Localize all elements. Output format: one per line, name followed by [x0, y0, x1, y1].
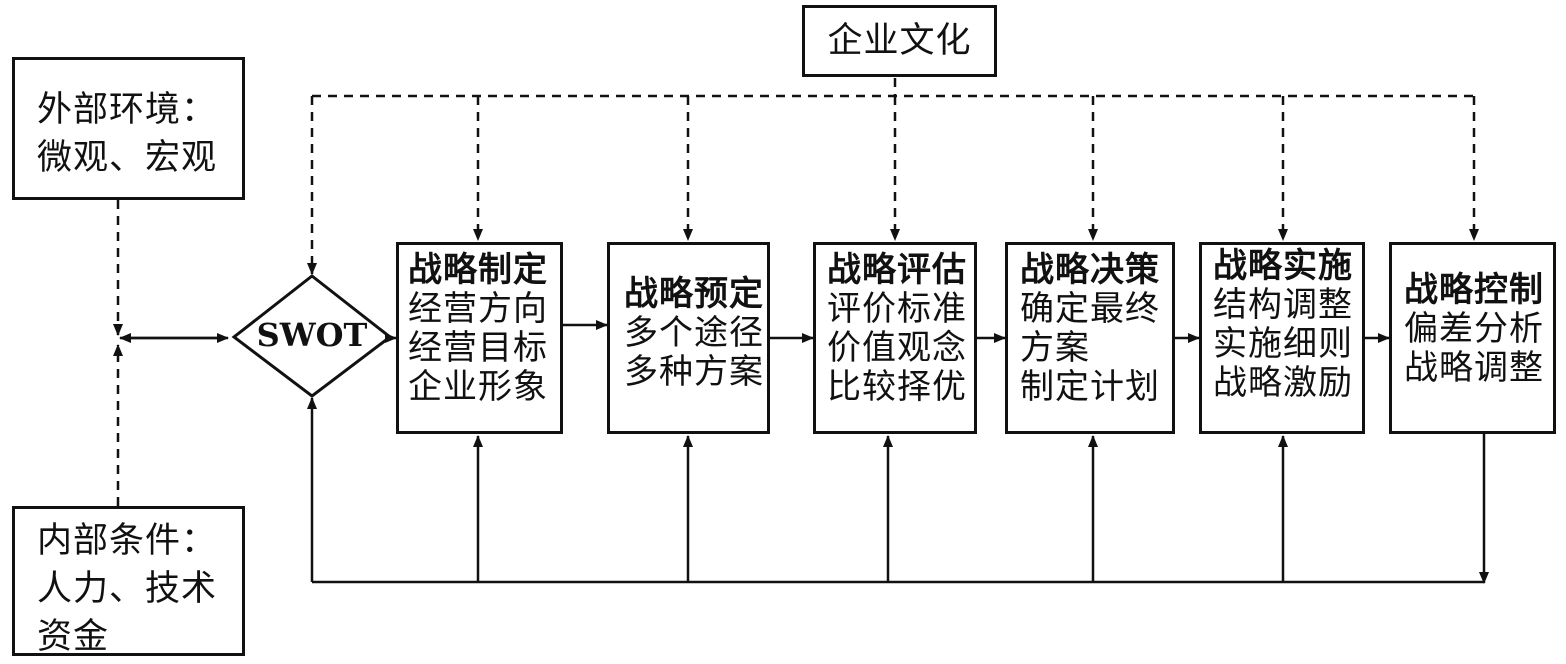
stage-control-item-2: 战略调整 [1404, 348, 1544, 388]
stage-formulation-box: 战略制定 经营方向 经营目标 企业形象 [396, 242, 563, 434]
stage-implementation-title: 战略实施 [1213, 246, 1353, 286]
flow-connectors [119, 320, 1489, 584]
stage-formulation-title: 战略制定 [408, 250, 548, 290]
stage-decision-item-3: 制定计划 [1020, 367, 1160, 407]
stage-decision-item-1: 确定最终 [1020, 289, 1160, 329]
external-environment-line-2: 微观、宏观 [37, 138, 218, 178]
stage-preset-box: 战略预定 多个途径 多种方案 [607, 242, 770, 434]
stage-evaluation-title: 战略评估 [827, 250, 967, 290]
stage-preset-title: 战略预定 [624, 274, 764, 314]
corporate-culture-box: 企业文化 [802, 5, 997, 77]
internal-conditions-line-1: 内部条件： [37, 521, 218, 561]
stage-formulation-item-3: 企业形象 [408, 367, 548, 407]
stage-control-title: 战略控制 [1404, 270, 1544, 310]
internal-conditions-box: 内部条件： 人力、技术 资金 [12, 506, 245, 657]
stage-preset-item-2: 多种方案 [624, 352, 764, 392]
corporate-culture-label: 企业文化 [827, 21, 972, 61]
stage-evaluation-item-3: 比较择优 [827, 367, 967, 407]
stage-evaluation-box: 战略评估 评价标准 价值观念 比较择优 [813, 242, 977, 434]
internal-conditions-line-3: 资金 [37, 617, 110, 657]
swot-diamond [231, 274, 393, 398]
culture-connectors [113, 78, 1479, 506]
stage-implementation-item-3: 战略激励 [1213, 363, 1353, 403]
stage-decision-title: 战略决策 [1020, 250, 1160, 290]
stage-implementation-item-2: 实施细则 [1213, 324, 1353, 364]
external-environment-line-1: 外部环境： [37, 90, 218, 130]
internal-conditions-line-2: 人力、技术 [37, 569, 218, 609]
stage-control-item-1: 偏差分析 [1404, 309, 1544, 349]
external-environment-box: 外部环境： 微观、宏观 [12, 57, 245, 200]
stage-evaluation-item-1: 评价标准 [827, 289, 967, 329]
swot-label: SWOT [256, 316, 368, 354]
stage-decision-box: 战略决策 确定最终 方案 制定计划 [1005, 242, 1175, 434]
stage-formulation-item-1: 经营方向 [408, 289, 548, 329]
stage-evaluation-item-2: 价值观念 [827, 328, 967, 368]
stage-implementation-box: 战略实施 结构调整 实施细则 战略激励 [1199, 242, 1365, 434]
stage-implementation-item-1: 结构调整 [1213, 285, 1353, 325]
stage-decision-item-2: 方案 [1020, 328, 1090, 368]
stage-control-box: 战略控制 偏差分析 战略调整 [1389, 242, 1556, 434]
stage-formulation-item-2: 经营目标 [408, 328, 548, 368]
stage-preset-item-1: 多个途径 [624, 313, 764, 353]
